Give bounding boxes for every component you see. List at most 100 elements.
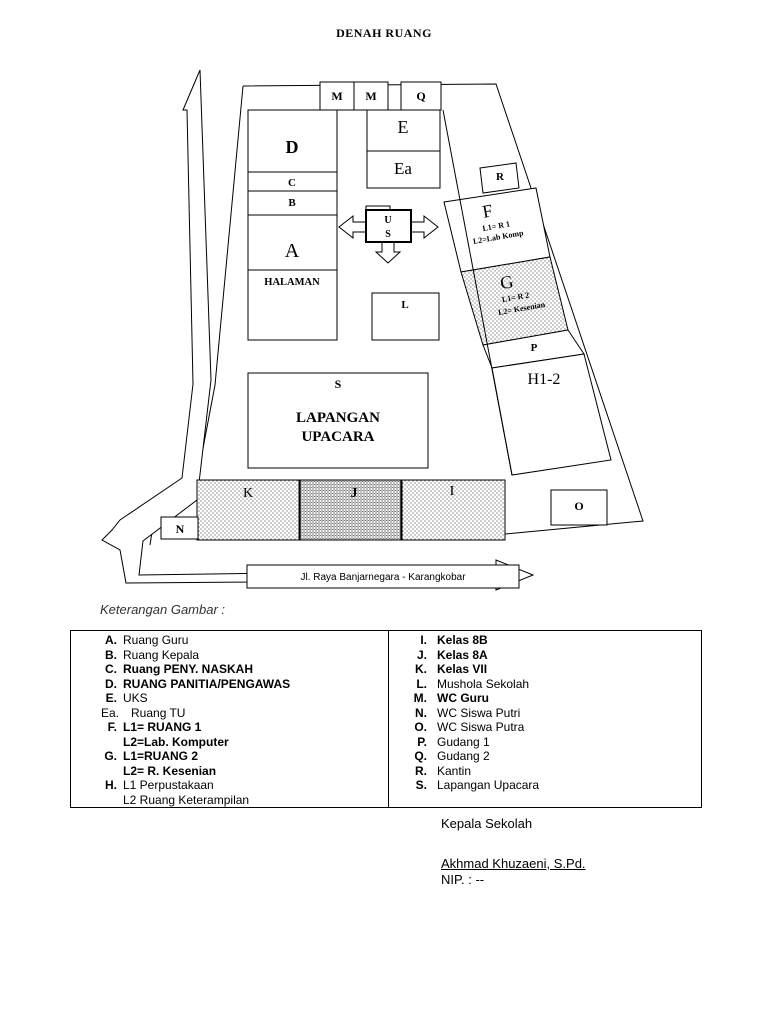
room-q: [400, 81, 442, 111]
label-e: E: [398, 117, 409, 137]
label-j: J: [351, 486, 358, 501]
legend-value: WC Siswa Putra: [437, 720, 525, 734]
room-s: [247, 372, 429, 469]
label-g: G: [499, 271, 515, 293]
legend-item: A. Ruang Guru: [71, 633, 388, 648]
legend-value: Kelas 8B: [437, 633, 488, 647]
legend-value: RUANG PANITIA/PENGAWAS: [123, 676, 291, 691]
legend-key: E.: [105, 691, 117, 705]
page-title: DENAH RUANG: [336, 26, 432, 40]
legend-item: Ea. Ruang TU: [71, 706, 388, 721]
legend-key: [71, 793, 123, 808]
room-a: [247, 214, 338, 271]
legend-key: S.: [415, 778, 427, 792]
label-h: H1-2: [528, 371, 561, 388]
legend-item: B.Ruang Kepala: [71, 648, 388, 663]
legend-value: L1=RUANG 2: [123, 749, 199, 763]
label-k: K: [243, 486, 253, 501]
legend-item: H. L1 Perpustakaan: [71, 778, 388, 793]
label-i: I: [450, 484, 455, 499]
label-n: N: [176, 522, 185, 536]
legend-key: P.: [417, 734, 427, 749]
legend-item: L2=Lab. Komputer: [71, 735, 388, 750]
legend-value: UKS: [123, 691, 148, 705]
room-n: [160, 516, 199, 540]
legend-value: Ruang Kepala: [123, 647, 200, 662]
label-r: R: [496, 171, 505, 183]
legend-item: J.Kelas 8A: [389, 648, 701, 663]
room-o: [550, 489, 608, 526]
legend-value: L2=Lab. Komputer: [123, 734, 229, 749]
signature-role: Kepala Sekolah: [441, 816, 533, 831]
legend-value: Ruang Guru: [123, 633, 189, 647]
room-ea: [366, 150, 441, 189]
legend-key: D.: [105, 676, 117, 691]
label-ea: Ea: [394, 159, 412, 178]
legend-item: I. Kelas 8B: [389, 633, 701, 648]
legend-key: F.: [107, 720, 117, 734]
legend-value: Gudang 1: [437, 734, 490, 749]
legend-key: Q.: [414, 749, 427, 763]
legend-value: Kelas 8A: [437, 647, 488, 662]
room-b: [247, 190, 338, 216]
legend-value: Ruang PENY. NASKAH: [123, 662, 254, 676]
room-us: [365, 209, 412, 243]
legend-value: Mushola Sekolah: [437, 676, 530, 691]
label-halaman: HALAMAN: [264, 277, 320, 288]
room-k: [196, 479, 300, 541]
legend-key: M.: [413, 691, 427, 705]
legend-value: Lapangan Upacara: [437, 778, 540, 792]
legend-key: G.: [104, 749, 117, 763]
legend-item: O. WC Siswa Putra: [389, 720, 701, 735]
legend-key: [71, 735, 123, 750]
legend-item: E. UKS: [71, 691, 388, 706]
legend-item: P. Gudang 1: [389, 735, 701, 750]
legend-value: Kantin: [437, 763, 472, 778]
legend-value: L1= RUANG 1: [123, 720, 202, 734]
label-b: B: [288, 197, 296, 209]
label-upacara: UPACARA: [301, 429, 374, 445]
legend-value: Gudang 2: [437, 749, 490, 763]
legend-key: O.: [414, 720, 427, 734]
room-e: [366, 109, 441, 152]
legend-value: Ruang TU: [131, 705, 186, 720]
legend-key: [71, 764, 123, 779]
label-m1: M: [331, 89, 342, 103]
legend-item: N.WC Siswa Putri: [389, 706, 701, 721]
legend-item: G. L1=RUANG 2: [71, 749, 388, 764]
legend-key: R.: [415, 763, 427, 778]
legend-key: H.: [105, 778, 117, 792]
legend-key: I.: [420, 633, 427, 647]
legend-item: L2= R. Kesenian: [71, 764, 388, 779]
label-c: C: [288, 177, 296, 189]
legend-item: M.WC Guru: [389, 691, 701, 706]
halaman: [247, 269, 338, 341]
legend-item: F. L1= RUANG 1: [71, 720, 388, 735]
legend-value: Kelas VII: [437, 662, 488, 676]
room-l: [371, 292, 440, 341]
label-u: U: [384, 215, 391, 226]
legend-key: C.: [105, 662, 117, 676]
label-p: P: [531, 342, 538, 354]
legend-value: WC Siswa Putri: [437, 705, 521, 720]
legend-item: L2 Ruang Keterampilan: [71, 793, 388, 808]
legend-key: Ea.: [101, 705, 120, 720]
legend-item: C. Ruang PENY. NASKAH: [71, 662, 388, 677]
legend-value: L2 Ruang Keterampilan: [123, 792, 250, 807]
room-d: [247, 109, 338, 173]
label-lapangan: LAPANGAN: [296, 410, 380, 426]
legend-key: L.: [416, 676, 427, 691]
legend-item: L. Mushola Sekolah: [389, 677, 701, 692]
label-q: Q: [416, 89, 425, 103]
room-i: [401, 479, 506, 541]
legend-key: A.: [105, 633, 117, 647]
legend-key: K.: [415, 662, 427, 676]
legend-caption: Keterangan Gambar :: [100, 602, 226, 617]
label-a: A: [285, 240, 300, 262]
label-o: O: [574, 499, 583, 513]
legend-value: L1 Perpustakaan: [123, 778, 214, 792]
legend-item: R. Kantin: [389, 764, 701, 779]
legend-item: K. Kelas VII: [389, 662, 701, 677]
